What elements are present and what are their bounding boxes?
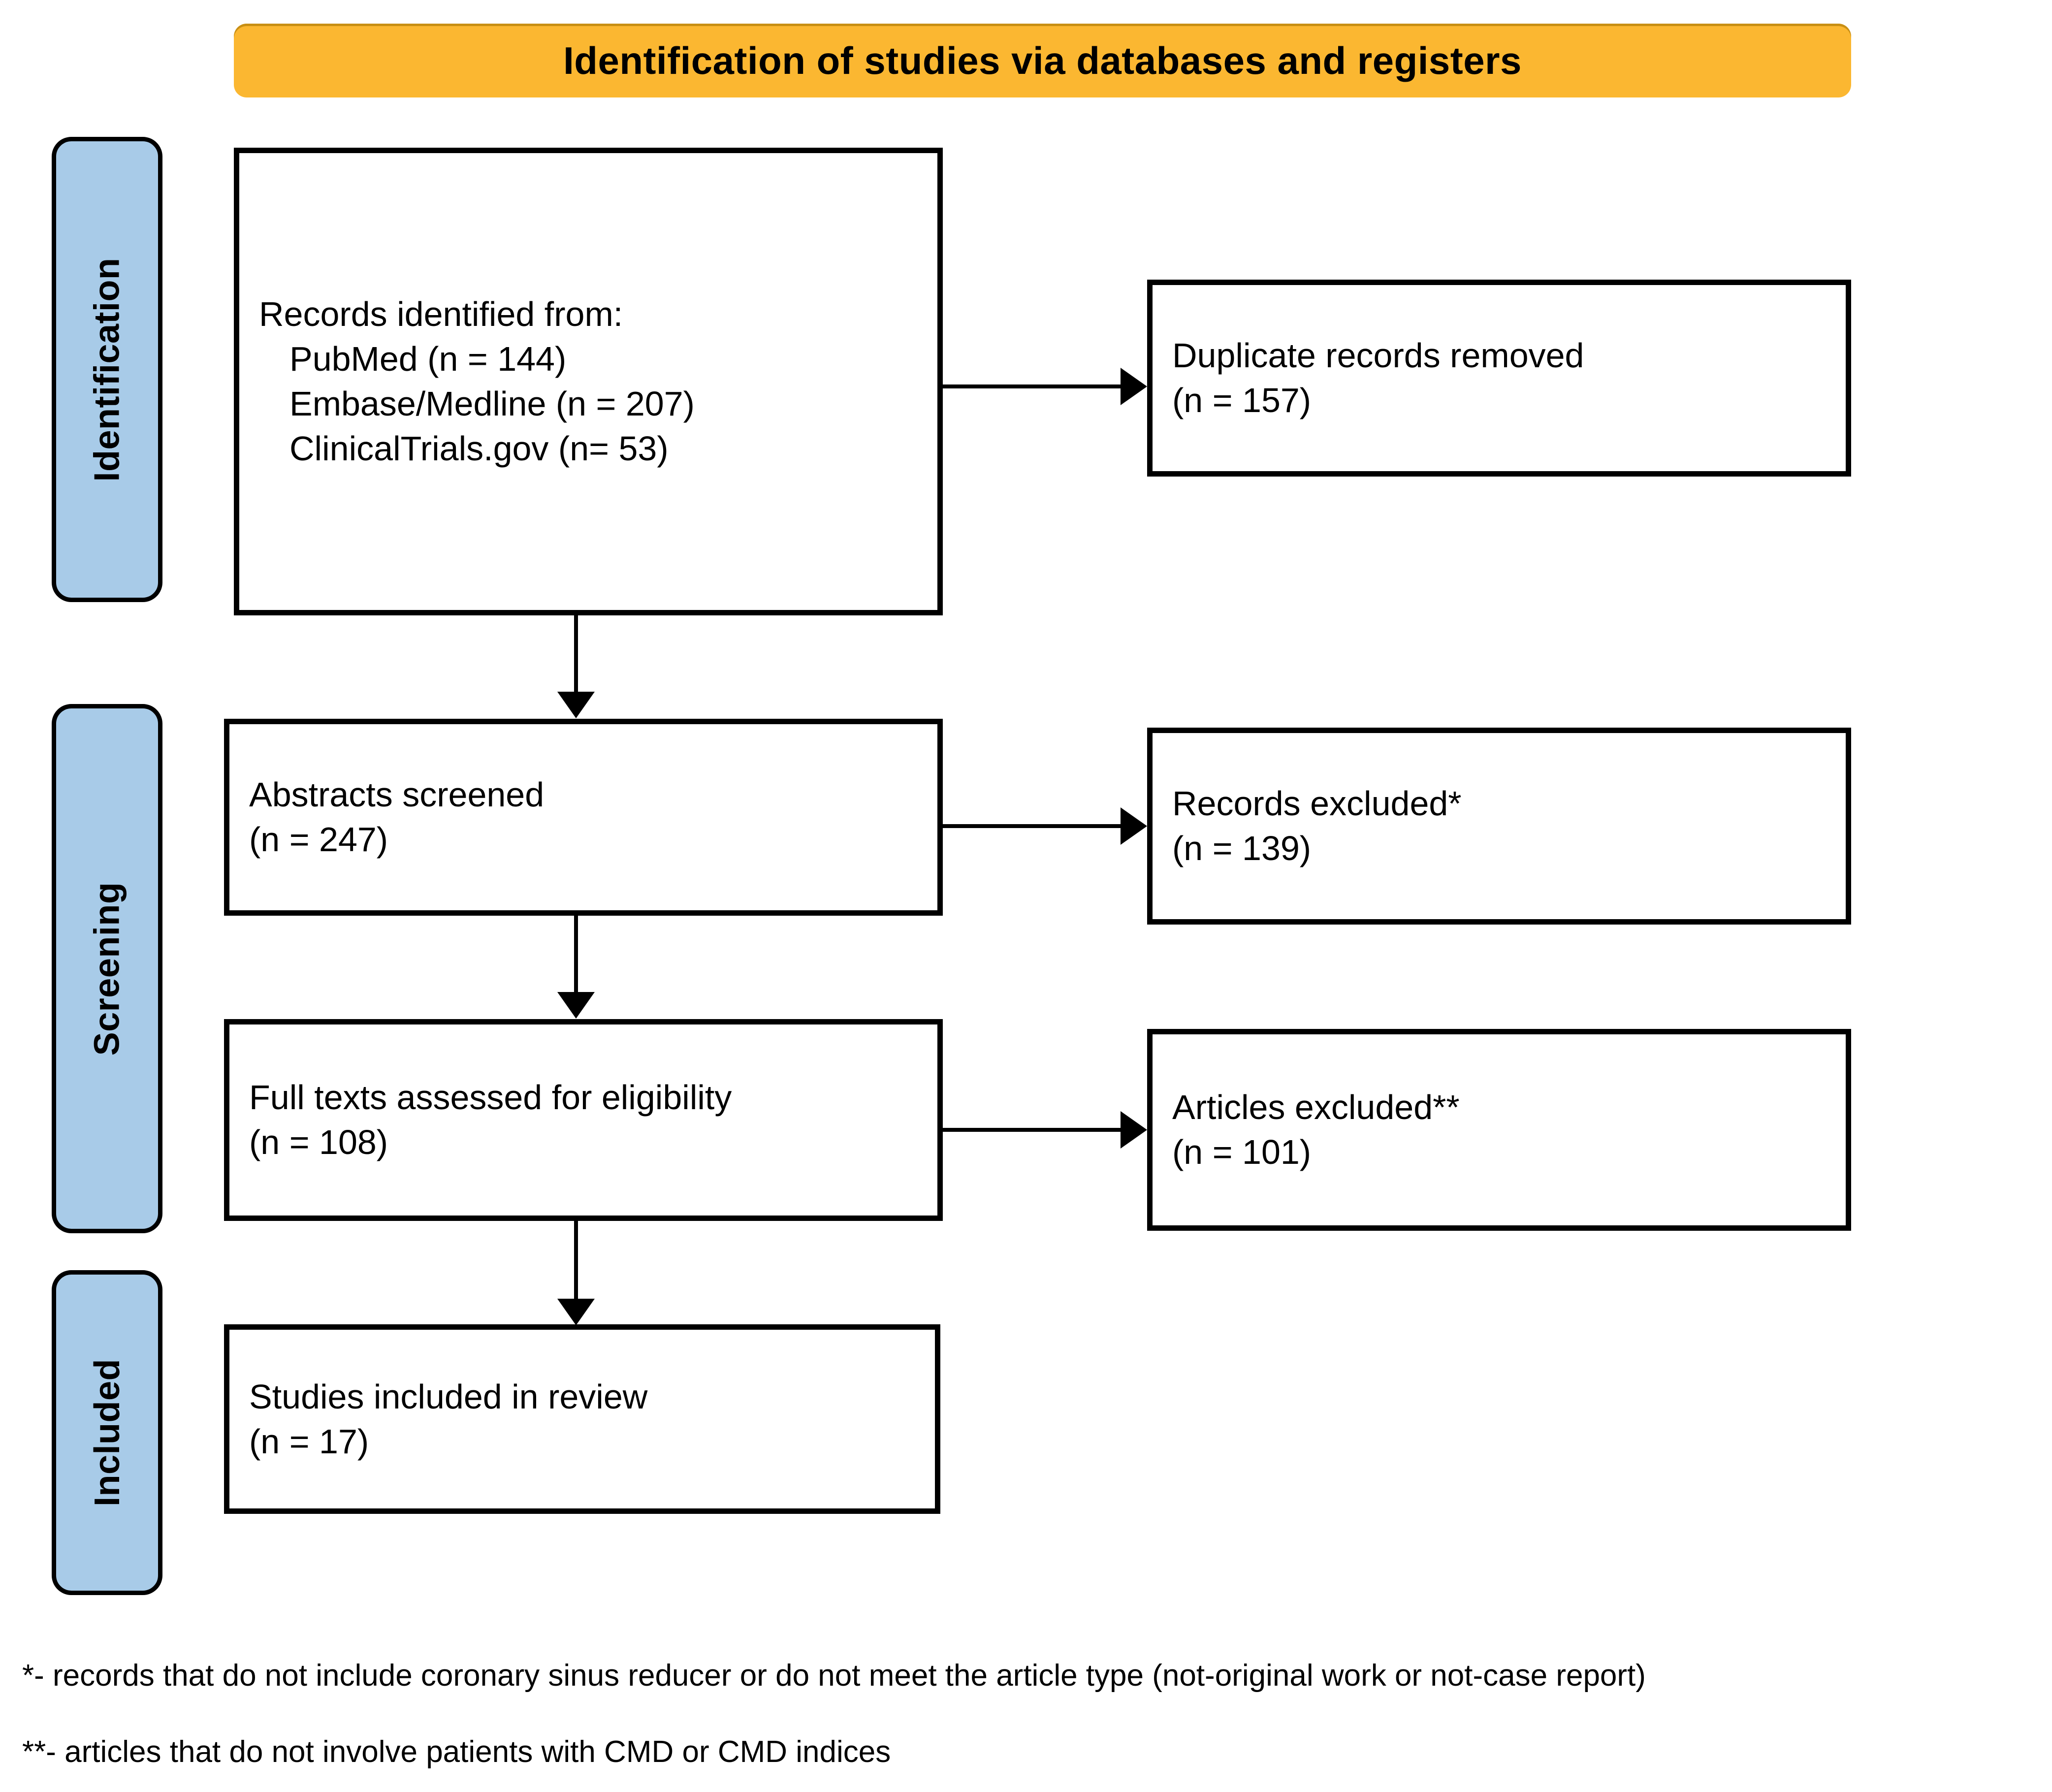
box-abstracts-screened: Abstracts screened (n = 247) xyxy=(224,719,943,916)
abstracts-screened-label: Abstracts screened xyxy=(249,775,545,814)
connector-identified-to-duplicates xyxy=(940,384,1122,388)
stage-label-identification: Identification xyxy=(52,137,162,602)
stage-label-identification-text: Identification xyxy=(87,257,127,481)
arrowhead-identified-to-duplicates xyxy=(1121,368,1147,405)
page-title: Identification of studies via databases … xyxy=(563,38,1522,82)
connector-fulltexts-to-included xyxy=(574,1221,578,1302)
box-articles-excluded: Articles excluded** (n = 101) xyxy=(1147,1029,1851,1231)
box-records-identified: Records identified from: PubMed (n = 144… xyxy=(234,148,943,615)
records-identified-heading: Records identified from: xyxy=(259,295,623,333)
arrowhead-abstracts-to-fulltexts xyxy=(557,992,595,1019)
connector-identified-to-abstracts xyxy=(574,615,578,697)
diagram-header-banner: Identification of studies via databases … xyxy=(234,24,1851,97)
box-duplicate-records-removed: Duplicate records removed (n = 157) xyxy=(1147,280,1851,477)
arrowhead-abstracts-to-records-excluded xyxy=(1121,807,1147,845)
box-full-texts-assessed: Full texts assessed for eligibility (n =… xyxy=(224,1019,943,1221)
articles-excluded-label: Articles excluded** xyxy=(1172,1088,1460,1126)
connector-abstracts-to-records-excluded xyxy=(943,824,1122,828)
records-excluded-label: Records excluded* xyxy=(1172,784,1462,823)
connector-abstracts-to-fulltexts xyxy=(574,916,578,997)
footnote-single-asterisk: *- records that do not include coronary … xyxy=(22,1659,1646,1693)
full-texts-assessed-count: (n = 108) xyxy=(249,1123,388,1161)
box-studies-included: Studies included in review (n = 17) xyxy=(224,1324,940,1514)
articles-excluded-count: (n = 101) xyxy=(1172,1133,1312,1171)
studies-included-count: (n = 17) xyxy=(249,1422,369,1461)
stage-label-screening-text: Screening xyxy=(87,882,127,1056)
records-identified-source-embase: Embase/Medline (n = 207) xyxy=(289,384,695,423)
arrowhead-fulltexts-to-articles-excluded xyxy=(1121,1111,1147,1149)
full-texts-assessed-label: Full texts assessed for eligibility xyxy=(249,1078,732,1117)
box-records-excluded: Records excluded* (n = 139) xyxy=(1147,728,1851,925)
stage-label-screening: Screening xyxy=(52,704,162,1233)
arrowhead-fulltexts-to-included xyxy=(557,1299,595,1325)
duplicate-records-removed-label: Duplicate records removed xyxy=(1172,336,1584,375)
footnote-double-asterisk: **- articles that do not involve patient… xyxy=(22,1735,891,1769)
duplicate-records-removed-count: (n = 157) xyxy=(1172,381,1312,419)
studies-included-label: Studies included in review xyxy=(249,1377,648,1416)
records-identified-source-pubmed: PubMed (n = 144) xyxy=(289,340,567,378)
abstracts-screened-count: (n = 247) xyxy=(249,820,388,859)
arrowhead-identified-to-abstracts xyxy=(557,692,595,718)
stage-label-included-text: Included xyxy=(87,1358,127,1507)
records-identified-source-clinicaltrials: ClinicalTrials.gov (n= 53) xyxy=(289,429,669,468)
stage-label-included: Included xyxy=(52,1270,162,1595)
records-excluded-count: (n = 139) xyxy=(1172,829,1312,867)
connector-fulltexts-to-articles-excluded xyxy=(943,1128,1122,1132)
